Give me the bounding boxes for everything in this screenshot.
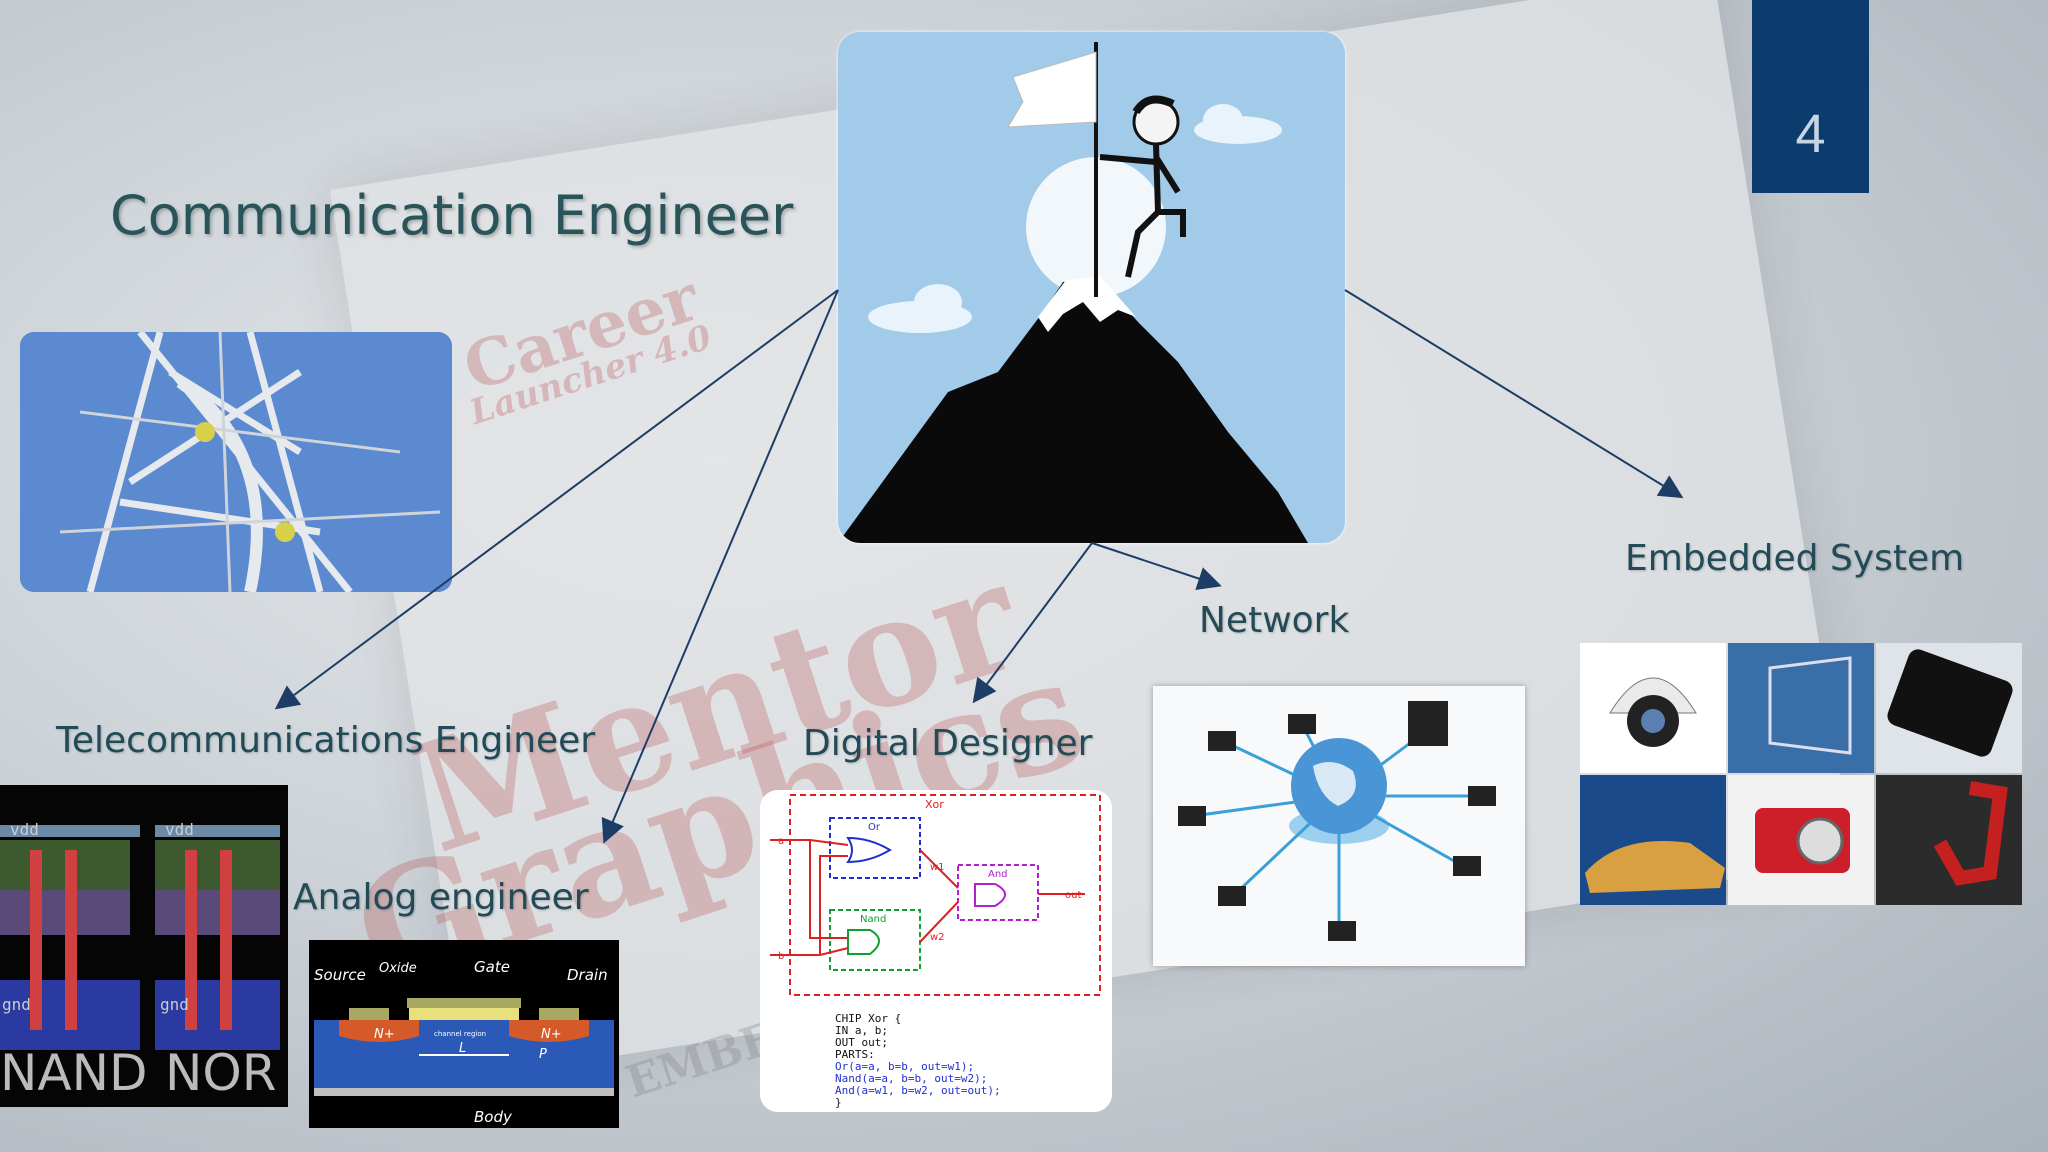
wire-w2-label: w2 [930, 932, 945, 943]
p-region-label: P [539, 1047, 547, 1062]
source-label: Source [314, 966, 366, 984]
slide-number-badge: 4 [1752, 0, 1869, 193]
gnd-label-1: gnd [2, 995, 31, 1014]
xor-circuit-diagram: Xor Or Nand And a b w1 w2 out CHIP Xor {… [760, 790, 1112, 1112]
code-line-2: IN a, b; [835, 1024, 888, 1037]
telecom-tower-photo [20, 332, 452, 592]
nand-gate-label: Nand [860, 914, 886, 925]
embedded-system-label: Embedded System [1625, 538, 1965, 579]
xor-label: Xor [925, 798, 944, 811]
code-line-4: PARTS: [835, 1048, 875, 1061]
mosfet-diagram: Source Oxide Gate Drain N+ N+ channel re… [309, 940, 619, 1128]
code-line-7: And(a=w1, b=w2, out=out); [835, 1084, 1001, 1097]
gate-label: Gate [474, 958, 510, 976]
digital-designer-label: Digital Designer [803, 723, 1093, 764]
output-label: out [1065, 890, 1081, 901]
code-line-6: Nand(a=a, b=b, out=w2); [835, 1072, 987, 1085]
code-line-8: } [835, 1096, 842, 1109]
vdd-label-1: vdd [10, 820, 39, 839]
body-label: Body [474, 1108, 513, 1126]
gnd-label-2: gnd [160, 995, 189, 1014]
vdd-label-2: vdd [165, 820, 194, 839]
embedded-systems-grid [1580, 643, 2022, 905]
length-label: L [459, 1041, 466, 1056]
arrow-to-telecom [274, 289, 839, 710]
nand-layout-label: NAND [0, 1044, 148, 1102]
arrow-to-network [1091, 542, 1222, 591]
code-line-5: Or(a=a, b=b, out=w1); [835, 1060, 974, 1073]
input-b-label: b [778, 951, 784, 962]
climber-image [838, 32, 1345, 543]
nor-layout-label: NOR [165, 1044, 277, 1102]
slide-title: Communication Engineer [110, 184, 794, 247]
input-a-label: a [778, 836, 784, 847]
code-line-1: CHIP Xor { [835, 1012, 901, 1025]
source-nplus-label: N+ [374, 1027, 395, 1042]
oxide-label: Oxide [379, 961, 417, 976]
arrow-to-analog [601, 289, 839, 844]
network-label: Network [1199, 600, 1350, 641]
arrow-to-digital [972, 542, 1093, 704]
analog-engineer-label: Analog engineer [293, 877, 589, 918]
arrow-to-embedded [1344, 289, 1684, 499]
drain-label: Drain [567, 966, 608, 984]
drain-nplus-label: N+ [541, 1027, 562, 1042]
telecom-engineer-label: Telecommunications Engineer [56, 720, 596, 761]
code-line-3: OUT out; [835, 1036, 888, 1049]
wire-w1-label: w1 [930, 862, 945, 873]
network-diagram-image [1153, 686, 1525, 966]
ic-layout-image: vdd vdd gnd gnd NAND NOR [0, 785, 288, 1107]
and-gate-label: And [988, 869, 1008, 880]
channel-region-label: channel region [434, 1030, 486, 1038]
or-gate-label: Or [868, 822, 881, 833]
